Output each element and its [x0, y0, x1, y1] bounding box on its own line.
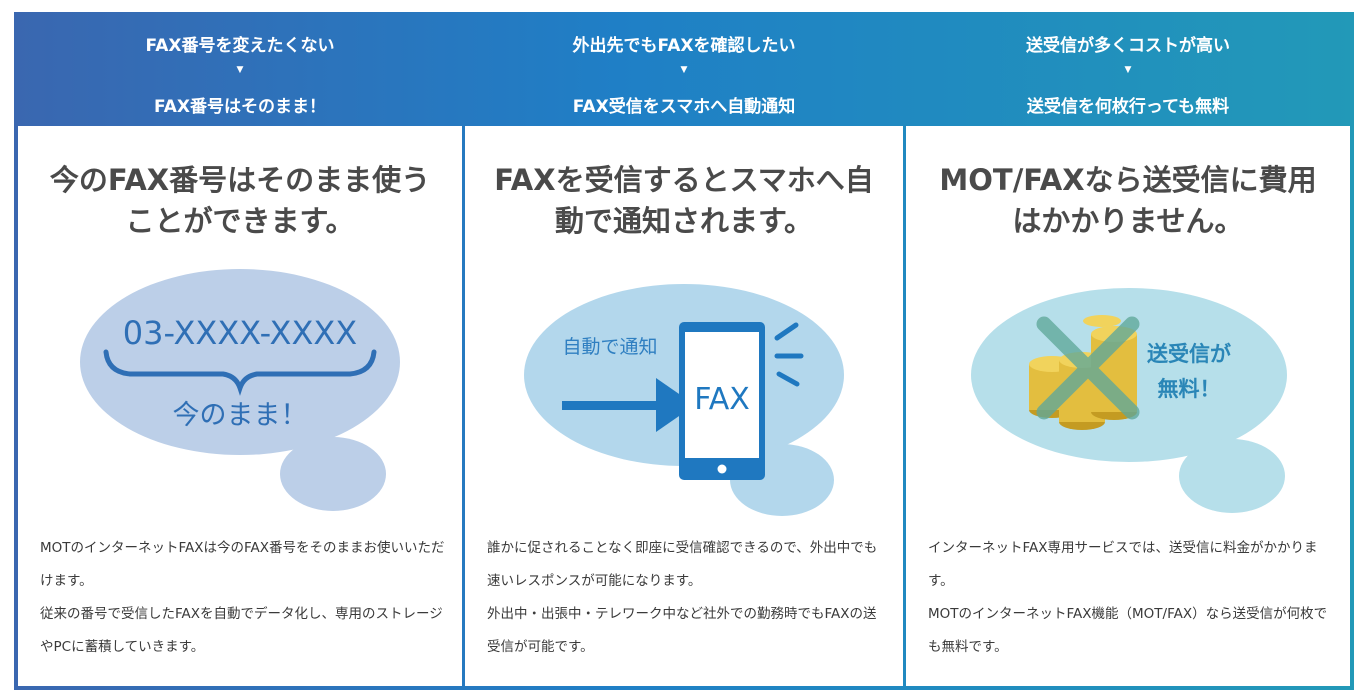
solution-label: 送受信を何枚行っても無料 — [1026, 97, 1230, 117]
caption-text: 今のまま！ — [173, 400, 308, 431]
free-label-line1: 送受信が — [1147, 342, 1231, 366]
notify-bubble-illustration: 自動で通知 FAX — [524, 284, 844, 516]
problem-label: 外出先でもFAXを確認したい — [572, 36, 796, 56]
vibration-lines-icon — [774, 322, 804, 387]
feature-column-free: 送受信が多くコストが高い ▼ 送受信を何枚行っても無料 MOT/FAXなら送受信… — [906, 12, 1350, 690]
smartphone-icon: FAX — [679, 322, 765, 480]
feature-column-number: FAX番号を変えたくない ▼ FAX番号はそのまま！ 今のFAX番号はそのまま使… — [18, 12, 462, 690]
cross-mark-icon — [1036, 316, 1140, 420]
card-description: インターネットFAX専用サービスでは、送受信に料金がかかります。 MOTのインタ… — [928, 532, 1334, 664]
phone-fax-text: FAX — [694, 382, 750, 417]
description-paragraph: 誰かに促されることなく即座に受信確認できるので、外出中でも速いレスポンスが可能に… — [487, 540, 878, 589]
column-header: 外出先でもFAXを確認したい ▼ FAX受信をスマホへ自動通知 — [465, 12, 903, 126]
card-title: FAXを受信するとスマホへ自動で通知されます。 — [494, 163, 874, 238]
problem-label: 送受信が多くコストが高い — [1026, 36, 1230, 56]
free-bubble-illustration: 送受信が 無料！ — [971, 288, 1287, 513]
description-paragraph: インターネットFAX専用サービスでは、送受信に料金がかかります。 — [928, 540, 1318, 589]
column-header: FAX番号を変えたくない ▼ FAX番号はそのまま！ — [18, 12, 462, 126]
description-paragraph: 外出中・出張中・テレワーク中など社外での勤務時でもFAXの送受信が可能です。 — [487, 606, 877, 655]
feature-card: MOT/FAXなら送受信に費用はかかりません。 — [906, 126, 1350, 686]
column-header: 送受信が多くコストが高い ▼ 送受信を何枚行っても無料 — [906, 12, 1350, 126]
free-label-line2: 無料！ — [1158, 377, 1221, 401]
description-paragraph: 従来の番号で受信したFAXを自動でデータ化し、専用のストレージやPCに蓄積してい… — [40, 606, 443, 655]
phone-number-text: 03-XXXX-XXXX — [123, 314, 357, 352]
description-paragraph: MOTのインターネットFAXは今のFAX番号をそのままお使いいただけます。 — [40, 540, 445, 589]
notify-label: 自動で通知 — [562, 336, 657, 358]
arrow-right-icon — [562, 378, 695, 432]
feature-column-notify: 外出先でもFAXを確認したい ▼ FAX受信をスマホへ自動通知 FAXを受信する… — [465, 12, 903, 690]
card-title: MOT/FAXなら送受信に費用はかかりません。 — [939, 163, 1317, 238]
down-arrow-icon: ▼ — [236, 65, 244, 75]
feature-panel: FAX番号を変えたくない ▼ FAX番号はそのまま！ 今のFAX番号はそのまま使… — [14, 12, 1354, 690]
card-description: 誰かに促されることなく即座に受信確認できるので、外出中でも速いレスポンスが可能に… — [487, 532, 887, 664]
solution-label: FAX受信をスマホへ自動通知 — [572, 97, 796, 117]
feature-card: 今のFAX番号はそのまま使うことができます。 03-XXXX-XXXX 今のまま… — [18, 126, 462, 686]
brace-icon — [103, 349, 377, 396]
down-arrow-icon: ▼ — [680, 65, 688, 75]
solution-label: FAX番号はそのまま！ — [154, 97, 326, 117]
card-title: 今のFAX番号はそのまま使うことができます。 — [49, 163, 431, 238]
feature-card: FAXを受信するとスマホへ自動で通知されます。 自動で通知 FAX — [465, 126, 903, 686]
card-description: MOTのインターネットFAXは今のFAX番号をそのままお使いいただけます。 従来… — [40, 532, 446, 664]
number-bubble-illustration: 03-XXXX-XXXX 今のまま！ — [80, 269, 400, 511]
down-arrow-icon: ▼ — [1124, 65, 1132, 75]
description-paragraph: MOTのインターネットFAX機能（MOT/FAX）なら送受信が何枚でも無料です。 — [928, 606, 1328, 655]
problem-label: FAX番号を変えたくない — [145, 36, 335, 56]
